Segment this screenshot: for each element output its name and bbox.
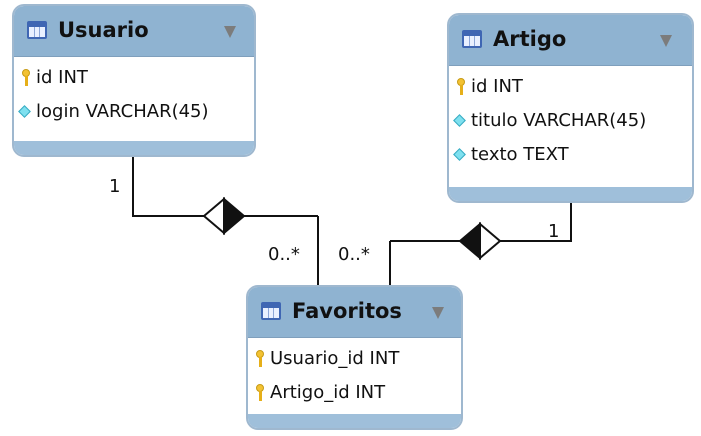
- favoritos-table-body: Usuario_id INT Artigo_id INT: [248, 338, 461, 410]
- usuario-table-title: Usuario: [58, 18, 149, 42]
- usuario-favoritos-line[interactable]: [132, 155, 204, 217]
- collapse-triangle-icon[interactable]: [660, 35, 672, 47]
- usuario-table-body: id INT login VARCHAR(45): [14, 57, 254, 129]
- artigo-favoritos-line[interactable]: [500, 203, 572, 242]
- favoritos-table-footer: [248, 414, 461, 428]
- column-row[interactable]: Artigo_id INT: [248, 376, 461, 410]
- column-label: id INT: [471, 76, 523, 97]
- column-diamond-icon: [453, 148, 466, 161]
- cardinality-label-artigo: 1: [548, 221, 560, 242]
- foreign-key-icon: [256, 350, 264, 368]
- column-row[interactable]: id INT: [14, 61, 254, 95]
- identifying-relationship-diamond-usuario[interactable]: [202, 196, 246, 236]
- artigo-table[interactable]: Artigo id INT titulo VARCHAR(45) texto T…: [447, 13, 694, 203]
- column-row[interactable]: login VARCHAR(45): [14, 95, 254, 129]
- table-icon: [261, 302, 281, 320]
- collapse-triangle-icon[interactable]: [432, 307, 444, 319]
- column-label: Usuario_id INT: [270, 348, 400, 369]
- column-label: texto TEXT: [471, 144, 569, 165]
- artigo-table-title: Artigo: [493, 27, 567, 51]
- primary-key-icon: [22, 69, 30, 87]
- column-label: id INT: [36, 67, 88, 88]
- usuario-table-footer: [14, 141, 254, 155]
- column-row[interactable]: titulo VARCHAR(45): [449, 104, 692, 138]
- column-diamond-icon: [453, 114, 466, 127]
- identifying-relationship-diamond-artigo[interactable]: [458, 221, 502, 261]
- column-diamond-icon: [18, 105, 31, 118]
- usuario-table[interactable]: Usuario id INT login VARCHAR(45): [12, 4, 256, 157]
- favoritos-table-header[interactable]: Favoritos: [248, 287, 461, 338]
- artigo-table-footer: [449, 187, 692, 201]
- usuario-table-header[interactable]: Usuario: [14, 6, 254, 57]
- favoritos-table-title: Favoritos: [292, 299, 402, 323]
- column-label: titulo VARCHAR(45): [471, 110, 647, 131]
- column-label: Artigo_id INT: [270, 382, 386, 403]
- cardinality-label-favoritos-usuario: 0..*: [268, 244, 300, 265]
- foreign-key-icon: [256, 384, 264, 402]
- cardinality-label-favoritos-artigo: 0..*: [338, 244, 370, 265]
- table-icon: [27, 21, 47, 39]
- primary-key-icon: [457, 78, 465, 96]
- column-row[interactable]: Usuario_id INT: [248, 342, 461, 376]
- table-icon: [462, 30, 482, 48]
- column-row[interactable]: id INT: [449, 70, 692, 104]
- favoritos-table[interactable]: Favoritos Usuario_id INT Artigo_id INT: [246, 285, 463, 430]
- artigo-table-body: id INT titulo VARCHAR(45) texto TEXT: [449, 66, 692, 172]
- artigo-table-header[interactable]: Artigo: [449, 15, 692, 66]
- column-row[interactable]: texto TEXT: [449, 138, 692, 172]
- column-label: login VARCHAR(45): [36, 101, 209, 122]
- cardinality-label-usuario: 1: [109, 176, 121, 197]
- collapse-triangle-icon[interactable]: [224, 26, 236, 38]
